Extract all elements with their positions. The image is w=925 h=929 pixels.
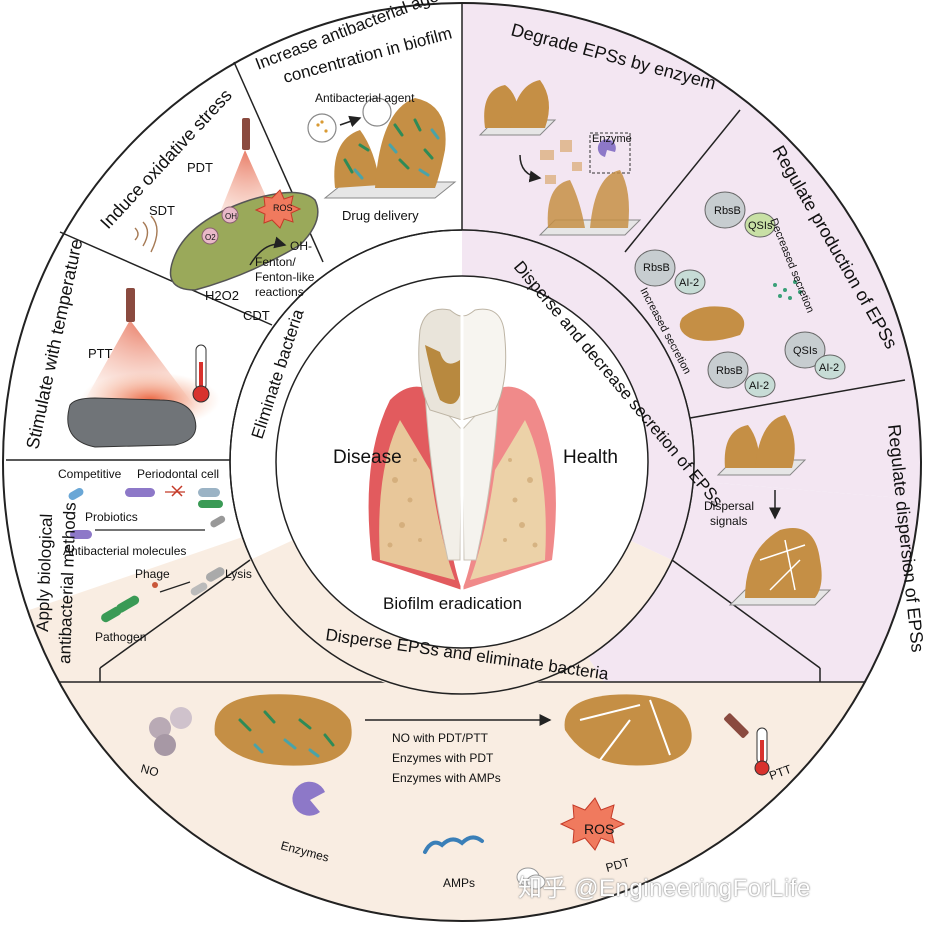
sdt-label: SDT	[149, 203, 175, 218]
section-dividers	[6, 3, 906, 682]
pdt-label: PDT	[187, 160, 213, 175]
rbsb-label-3: RbsB	[716, 365, 743, 377]
no-label: NO	[139, 761, 160, 779]
cdt-label: CDT	[243, 308, 270, 323]
dispersal-label: Dispersal	[704, 499, 754, 513]
pdt-bottom-label: PDT	[604, 855, 631, 875]
method3-label: Enzymes with AMPs	[392, 771, 501, 785]
oh-label: OH	[225, 212, 237, 221]
ptt-illustration	[67, 288, 220, 448]
competitive-label: Competitive	[58, 467, 122, 481]
rbsb-label-1: RbsB	[714, 205, 741, 217]
tooth-illustration	[368, 300, 556, 600]
fenton-like-label: Fenton-like	[255, 270, 315, 284]
ros-burst-label: ROS	[273, 203, 293, 213]
drug-delivery-label: Drug delivery	[342, 208, 419, 223]
center-right-label: Health	[563, 447, 618, 468]
drug-delivery-illustration	[307, 97, 457, 199]
oxidative-stress-illustration	[134, 118, 319, 291]
fenton-label: Fenton/	[255, 255, 296, 269]
rbsb-label-2: RbsB	[643, 262, 670, 274]
enzyme-label: Enzyme	[592, 133, 632, 145]
enzyme-degrade-illustration	[478, 80, 642, 236]
watermark: 知乎 @EngineeringForLife	[518, 875, 811, 902]
antibacterial-molecules-label: Antibacterial molecules	[63, 544, 186, 558]
qsis-label-1: QSIs	[748, 220, 773, 232]
signals-label: signals	[710, 514, 747, 528]
lysis-label: Lysis	[225, 567, 252, 581]
regulate-dispersion-illustration	[716, 415, 832, 606]
ai2-label-1: AI-2	[679, 277, 699, 289]
reactions-label: reactions	[255, 285, 304, 299]
ros-bottom-label: ROS	[584, 821, 614, 837]
ai2-label-2: AI-2	[749, 380, 769, 392]
method1-label: NO with PDT/PTT	[392, 731, 489, 745]
wechat-icon	[516, 867, 546, 890]
qsis-label-2: QSIs	[793, 345, 818, 357]
probiotics-label: Probiotics	[85, 510, 138, 524]
h2o2-label: H2O2	[205, 288, 239, 303]
phage-label: Phage	[135, 567, 170, 581]
biological-illustration	[68, 485, 226, 623]
periodontal-label: Periodontal cell	[137, 467, 219, 481]
title-biological-line1: Apply biological	[33, 513, 56, 632]
o2-label: O2	[205, 233, 216, 242]
ptt-label: PTT	[88, 346, 113, 361]
method2-label: Enzymes with PDT	[392, 751, 494, 765]
bottom-methods-illustration	[149, 694, 770, 854]
antibacterial-agent-label: Antibacterial agent	[315, 91, 415, 105]
center-bottom-label: Biofilm eradication	[383, 594, 522, 613]
pathogen-label: Pathogen	[95, 630, 146, 644]
ai2-label-3: AI-2	[819, 362, 839, 374]
amps-label: AMPs	[443, 876, 475, 890]
center-left-label: Disease	[333, 447, 402, 468]
oh-minus-label: OH-	[290, 239, 312, 253]
regulate-production-illustration	[634, 191, 846, 398]
